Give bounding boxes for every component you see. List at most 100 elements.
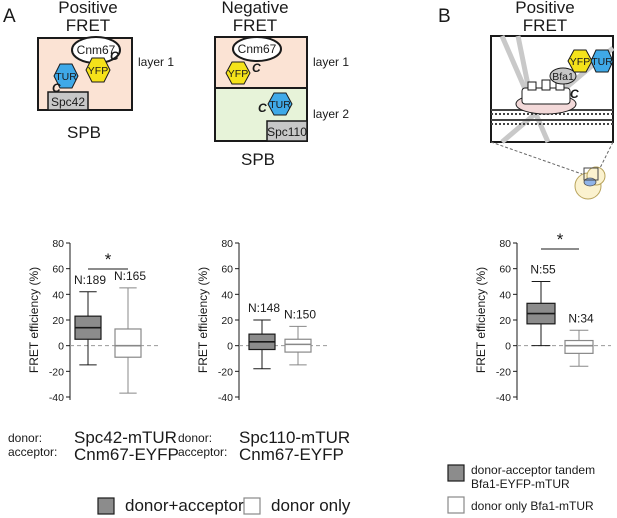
c-terminus-label: C <box>252 61 261 75</box>
neg-title-line1: Negative <box>221 0 288 17</box>
y-tick-label: 20 <box>221 315 233 327</box>
legend-white-label: donor only Bfa1-mTUR <box>471 499 594 513</box>
y-tick-label: -20 <box>496 366 511 378</box>
y-axis-label: FRET efficiency (%) <box>196 267 210 373</box>
tur-hexagon <box>590 49 614 73</box>
y-tick-label: 80 <box>499 238 511 250</box>
cnm67-ellipse <box>232 36 282 62</box>
legend-dark-label-line2: Bfa1-EYFP-mTUR <box>471 477 570 491</box>
cnm67-label: Cnm67 <box>77 43 116 57</box>
donor-construct: Spc110-mTUR <box>239 428 350 447</box>
yfp-label: YFP <box>570 56 590 68</box>
donor-row-label: donor: <box>8 431 42 445</box>
box-iqr <box>114 328 142 358</box>
sample-size-label: N:34 <box>568 311 594 325</box>
box-iqr <box>564 339 594 354</box>
yfp-hexagon <box>225 61 251 85</box>
y-tick-label: 40 <box>52 289 64 301</box>
tur-label: TUR <box>591 56 613 68</box>
spc42-label: Spc42 <box>51 95 85 109</box>
boxplot-a-spc110: FRET efficiency (%) -40-20020406080N:148… <box>196 238 329 404</box>
y-tick-label: 60 <box>221 264 233 276</box>
yfp-label: YFP <box>228 68 248 80</box>
acceptor-construct: Cnm67-EYFP <box>239 445 344 464</box>
pos-title-line2: FRET <box>66 16 110 35</box>
sample-size-label: N:148 <box>248 301 280 315</box>
legend-dark-label-line1: donor-acceptor tandem <box>471 463 595 477</box>
box-iqr <box>284 338 312 353</box>
significance-star: * <box>557 230 564 249</box>
bfa1-ellipse <box>549 67 577 85</box>
b-title-line1: Positive <box>515 0 575 17</box>
pos-title-line1: Positive <box>58 0 118 17</box>
cnm67-label: Cnm67 <box>238 42 277 56</box>
spb-label: SPB <box>241 150 275 169</box>
y-tick-label: 60 <box>52 264 64 276</box>
spb-protrusion <box>527 81 537 91</box>
donor-row-label: donor: <box>178 431 212 445</box>
boxplot-b-bfa1: FRET efficiency (%) -40 -20 0 20 40 60 80N:55N… <box>474 230 611 404</box>
schematic-panel-b: Positive FRET Bfa1 C YFP TUR <box>490 0 615 200</box>
y-tick-label: -40 <box>218 392 233 404</box>
layer2-label: layer 2 <box>313 107 349 121</box>
y-axis-label: FRET efficiency (%) <box>27 267 41 373</box>
legend-swatch-white <box>243 497 261 515</box>
significance-star: * <box>105 250 112 269</box>
construct-labels-a2: donor: acceptor: Spc110-mTUR Cnm67-EYFP <box>178 428 350 464</box>
yfp-hexagon <box>85 57 111 83</box>
yfp-hexagon <box>567 49 593 73</box>
sample-size-label: N:55 <box>530 263 556 277</box>
schematic-positive-fret: Positive FRET Cnm67 YFP TUR C C Spc42 la… <box>37 0 174 142</box>
bfa1-label: Bfa1 <box>552 71 574 83</box>
y-tick-label: -20 <box>49 366 64 378</box>
tur-label: TUR <box>269 99 291 111</box>
tur-hexagon <box>267 92 293 116</box>
c-terminus-label: C <box>52 81 61 95</box>
y-tick-label: 0 <box>58 341 64 353</box>
sample-size-label: N:150 <box>284 307 316 321</box>
sample-size-label: N:165 <box>114 269 146 283</box>
y-tick-label: 20 <box>52 315 64 327</box>
spc42-box <box>47 91 89 111</box>
y-tick-label: 40 <box>221 289 233 301</box>
legend-dark-label: donor+acceptor <box>125 496 244 515</box>
y-tick-label: 0 <box>505 341 511 353</box>
y-tick-label: 0 <box>227 341 233 353</box>
legend-swatch-white <box>447 496 465 514</box>
y-tick-label: 80 <box>221 238 233 250</box>
spb-label: SPB <box>67 123 101 142</box>
y-tick-label: -40 <box>49 392 64 404</box>
c-terminus-label: C <box>570 87 579 101</box>
zoom-connector <box>490 141 583 175</box>
y-tick-label: -40 <box>496 392 511 404</box>
donor-construct: Spc42-mTUR <box>74 428 177 447</box>
spb-protrusion <box>541 79 551 91</box>
sample-size-label: N:189 <box>74 273 106 287</box>
c-terminus-label: C <box>110 49 119 63</box>
legend-a: donor+acceptor donor only <box>97 496 351 515</box>
layer1-label: layer 1 <box>138 55 174 69</box>
zoom-connector <box>597 141 614 173</box>
zoom-box <box>583 167 599 181</box>
y-tick-label: 40 <box>499 289 511 301</box>
panel-letter-b: B <box>438 6 451 27</box>
y-tick-label: 20 <box>499 315 511 327</box>
yfp-label: YFP <box>88 65 108 77</box>
acceptor-row-label: acceptor: <box>8 445 57 459</box>
y-tick-label: 60 <box>499 264 511 276</box>
spc110-box <box>266 120 308 142</box>
y-tick-label: 80 <box>52 238 64 250</box>
layer1-label: layer 1 <box>313 55 349 69</box>
nucleus <box>583 177 597 187</box>
neg-title-line2: FRET <box>233 16 277 35</box>
spc110-label: Spc110 <box>267 125 307 139</box>
legend-b: donor-acceptor tandem Bfa1-EYFP-mTUR don… <box>447 463 595 514</box>
construct-labels-a1: donor: acceptor: Spc42-mTUR Cnm67-EYFP <box>8 428 179 464</box>
c-terminus-label: C <box>258 101 267 115</box>
b-title-line2: FRET <box>523 16 567 35</box>
panel-letter-a: A <box>3 6 16 27</box>
acceptor-construct: Cnm67-EYFP <box>74 445 179 464</box>
y-axis-label: FRET efficiency (%) <box>474 267 488 373</box>
acceptor-row-label: acceptor: <box>178 445 227 459</box>
